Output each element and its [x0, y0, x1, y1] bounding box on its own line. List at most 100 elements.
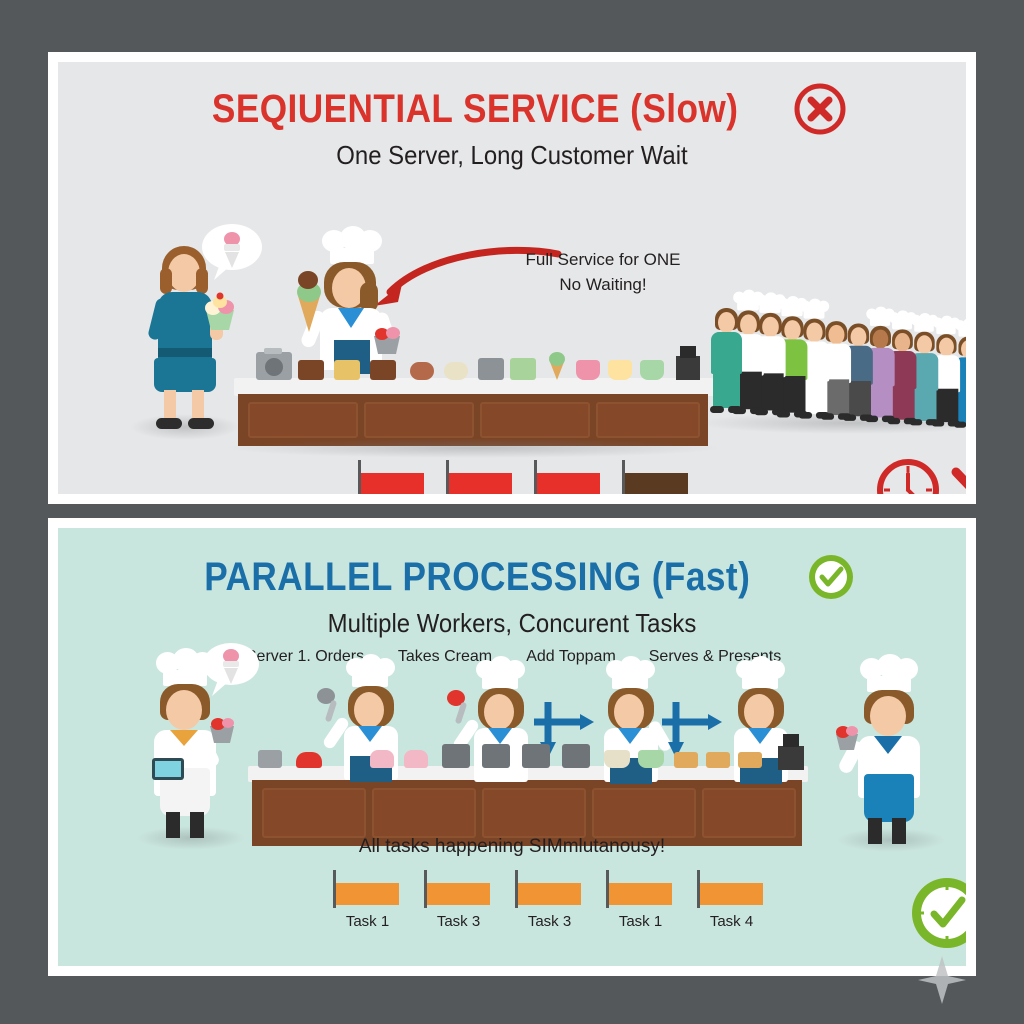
queue-person-torso [954, 357, 966, 395]
ice-cream-machine-icon [256, 348, 292, 380]
task-bar-graphic [622, 460, 688, 494]
task-bar-item: Task 3 [446, 460, 515, 494]
queue-person-head [872, 329, 889, 350]
queue-person-legs [823, 379, 850, 416]
worker-3-head [614, 694, 644, 730]
queue-person-shoe [954, 421, 966, 428]
parallel-title: PARALLEL PROCESSING (Fast) [203, 554, 751, 599]
sundae-cup-icon [374, 327, 400, 354]
sundae-cup-icon [210, 718, 234, 743]
chef-hat-icon [474, 656, 526, 692]
queue-person [706, 296, 746, 426]
customer-shoe-left [156, 418, 182, 429]
customer-skirt [154, 358, 216, 392]
ice-cream-scoop [444, 362, 468, 380]
scoop-icon [317, 688, 337, 722]
chef-hat-icon [320, 226, 384, 268]
queue-person-head [740, 314, 757, 336]
chef-hat-icon [865, 307, 895, 328]
queue-person-legs [956, 390, 966, 424]
panel-sequential: SEQIUENTIAL SERVICE (Slow) One Server, L… [48, 52, 976, 504]
queue-person-head [784, 319, 801, 340]
queue-person-head [718, 312, 735, 333]
right-chef-leg-2 [892, 818, 906, 844]
ice-cream-tub [370, 360, 396, 380]
sundae-icon [205, 292, 234, 330]
annotation-line-1: Full Service for ONE [525, 250, 681, 269]
chef-hat-icon [910, 312, 939, 334]
worker-1-head [354, 692, 384, 728]
sundae-display [404, 750, 428, 768]
queue-person-shoe [931, 420, 945, 427]
customer-queue [696, 289, 966, 440]
task-bar-fill [609, 883, 672, 905]
queue-person [951, 318, 966, 439]
task-bar-label: Task 3 [527, 913, 572, 930]
chef-hat-icon [604, 656, 656, 692]
sundae-display [370, 750, 394, 768]
chef-hat-icon [932, 315, 961, 336]
task-bar-axis [333, 870, 336, 908]
task-bar-graphic [534, 460, 600, 494]
sundae-display [640, 360, 664, 380]
clock-check-icon [912, 878, 966, 948]
right-chef-figure [836, 654, 940, 844]
queue-person-torso [711, 332, 742, 374]
customer-hair-side [160, 268, 172, 294]
worker-2-head [484, 694, 514, 730]
queue-person-head [916, 335, 933, 354]
annotation-arrow-icon [374, 246, 562, 306]
counter-body [252, 780, 802, 846]
sparkle-icon [918, 956, 966, 1004]
queue-person-head [806, 322, 823, 343]
station-label-2: Takes Cream [397, 648, 493, 665]
customer-figure [136, 224, 262, 430]
customer-shadow [130, 414, 240, 440]
task-bar-item: Task 1 [333, 870, 402, 930]
tablet-icon [152, 758, 184, 780]
sundae-display [608, 360, 632, 380]
panel-parallel: PARALLEL PROCESSING (Fast) Multiple Work… [48, 518, 976, 976]
counter-shadow [224, 438, 724, 458]
panel-parallel-content: PARALLEL PROCESSING (Fast) Multiple Work… [58, 528, 966, 966]
task-bar-item: Task 3 [534, 460, 603, 494]
queue-person-head [894, 332, 911, 352]
customer-leg-left [164, 390, 176, 420]
task-bar-item: Task 1 [358, 460, 427, 494]
task-bar-fill [700, 883, 763, 905]
queue-person-legs [912, 386, 937, 421]
task-bar-label: Task 1 [345, 913, 390, 930]
simultaneous-note: All tasks happening SIMmlutanousy! [358, 836, 666, 857]
counter-top [234, 378, 714, 396]
queue-person-head [762, 317, 779, 338]
flow-arrow-icon-2 [662, 702, 722, 758]
chef-hat-icon [858, 654, 920, 696]
topping-bin [510, 358, 536, 380]
cash-register-icon [778, 734, 804, 770]
queue-person-shoe-2 [903, 417, 917, 424]
task-bar-graphic [697, 870, 763, 908]
task-bar-label: Task 1 [618, 913, 663, 930]
panel-sequential-content: SEQIUENTIAL SERVICE (Slow) One Server, L… [58, 62, 966, 494]
station-label-3: Add Toppam [526, 648, 616, 665]
task-bar-fill [625, 473, 688, 494]
chef-hat-icon [344, 654, 396, 690]
task-bar-item: Task 1 [606, 870, 675, 930]
task-bar-axis [697, 870, 700, 908]
left-chef-head [166, 690, 202, 730]
queue-person-head [961, 340, 966, 359]
topping-bin [442, 744, 470, 768]
sundae-display [296, 752, 322, 768]
sundae-cup-icon [836, 726, 858, 750]
queue-person-shoe-2 [881, 416, 895, 423]
task-bar-graphic [446, 460, 512, 494]
task-bar-axis [515, 870, 518, 908]
queue-person-legs [868, 383, 893, 418]
sundae-display [604, 750, 630, 768]
customer-leg-right [192, 390, 204, 420]
task-bar-item: Task 3 [424, 870, 493, 930]
cone-box [706, 752, 730, 768]
customer-shoe-right [188, 418, 214, 429]
queue-person-shoe-2 [815, 411, 830, 419]
